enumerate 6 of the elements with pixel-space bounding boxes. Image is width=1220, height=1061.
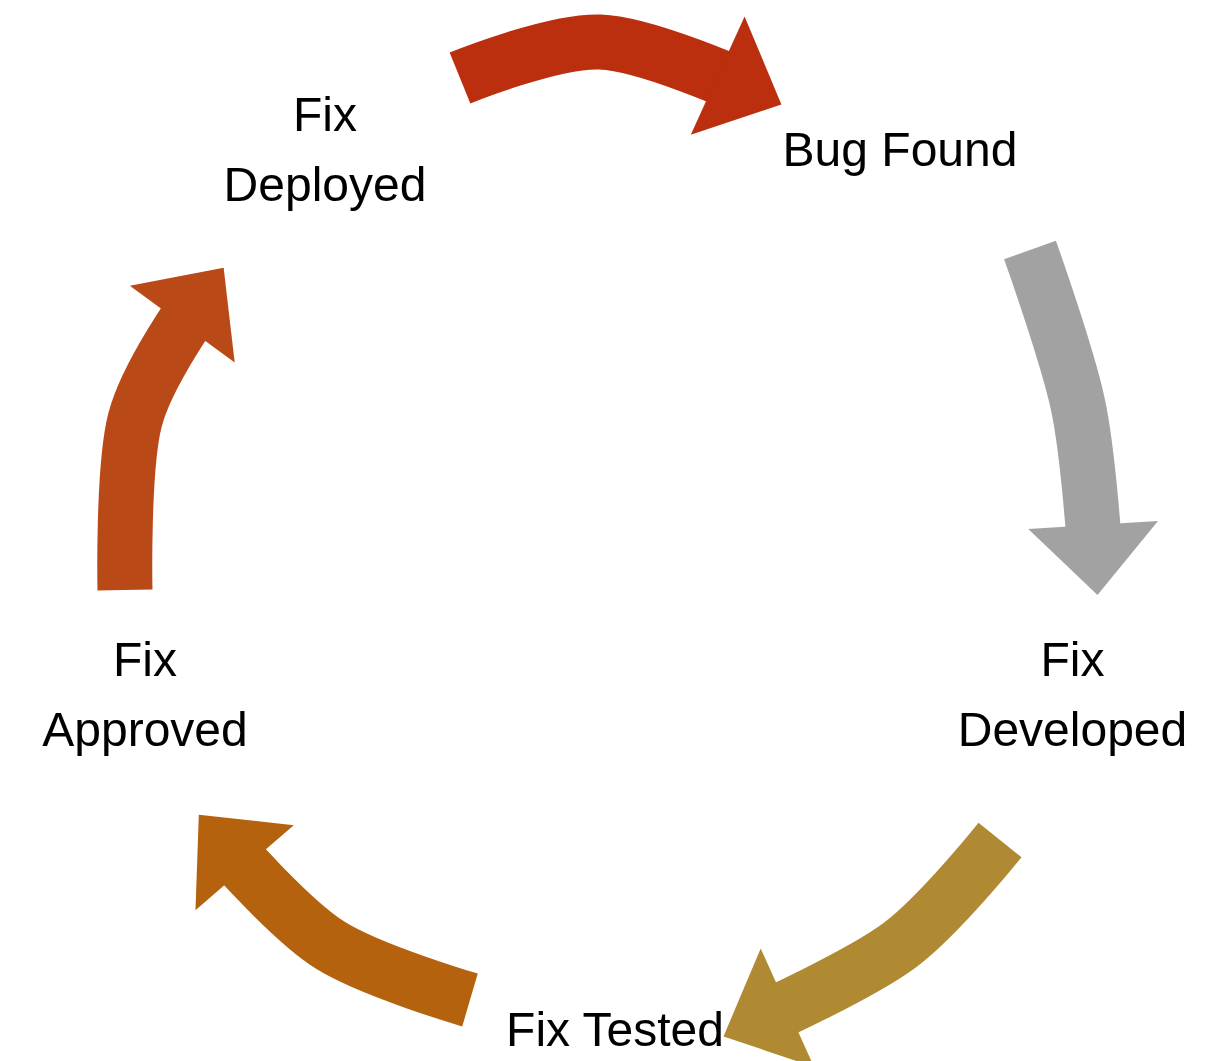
step-label: Fix Approved [41, 632, 249, 758]
step-label: Fix Developed [956, 632, 1189, 758]
step-label: Fix Tested [505, 1002, 725, 1058]
curved-arrow [1004, 240, 1158, 595]
step-label: Bug Found [781, 122, 1019, 178]
step-label: Fix Deployed [222, 87, 428, 213]
